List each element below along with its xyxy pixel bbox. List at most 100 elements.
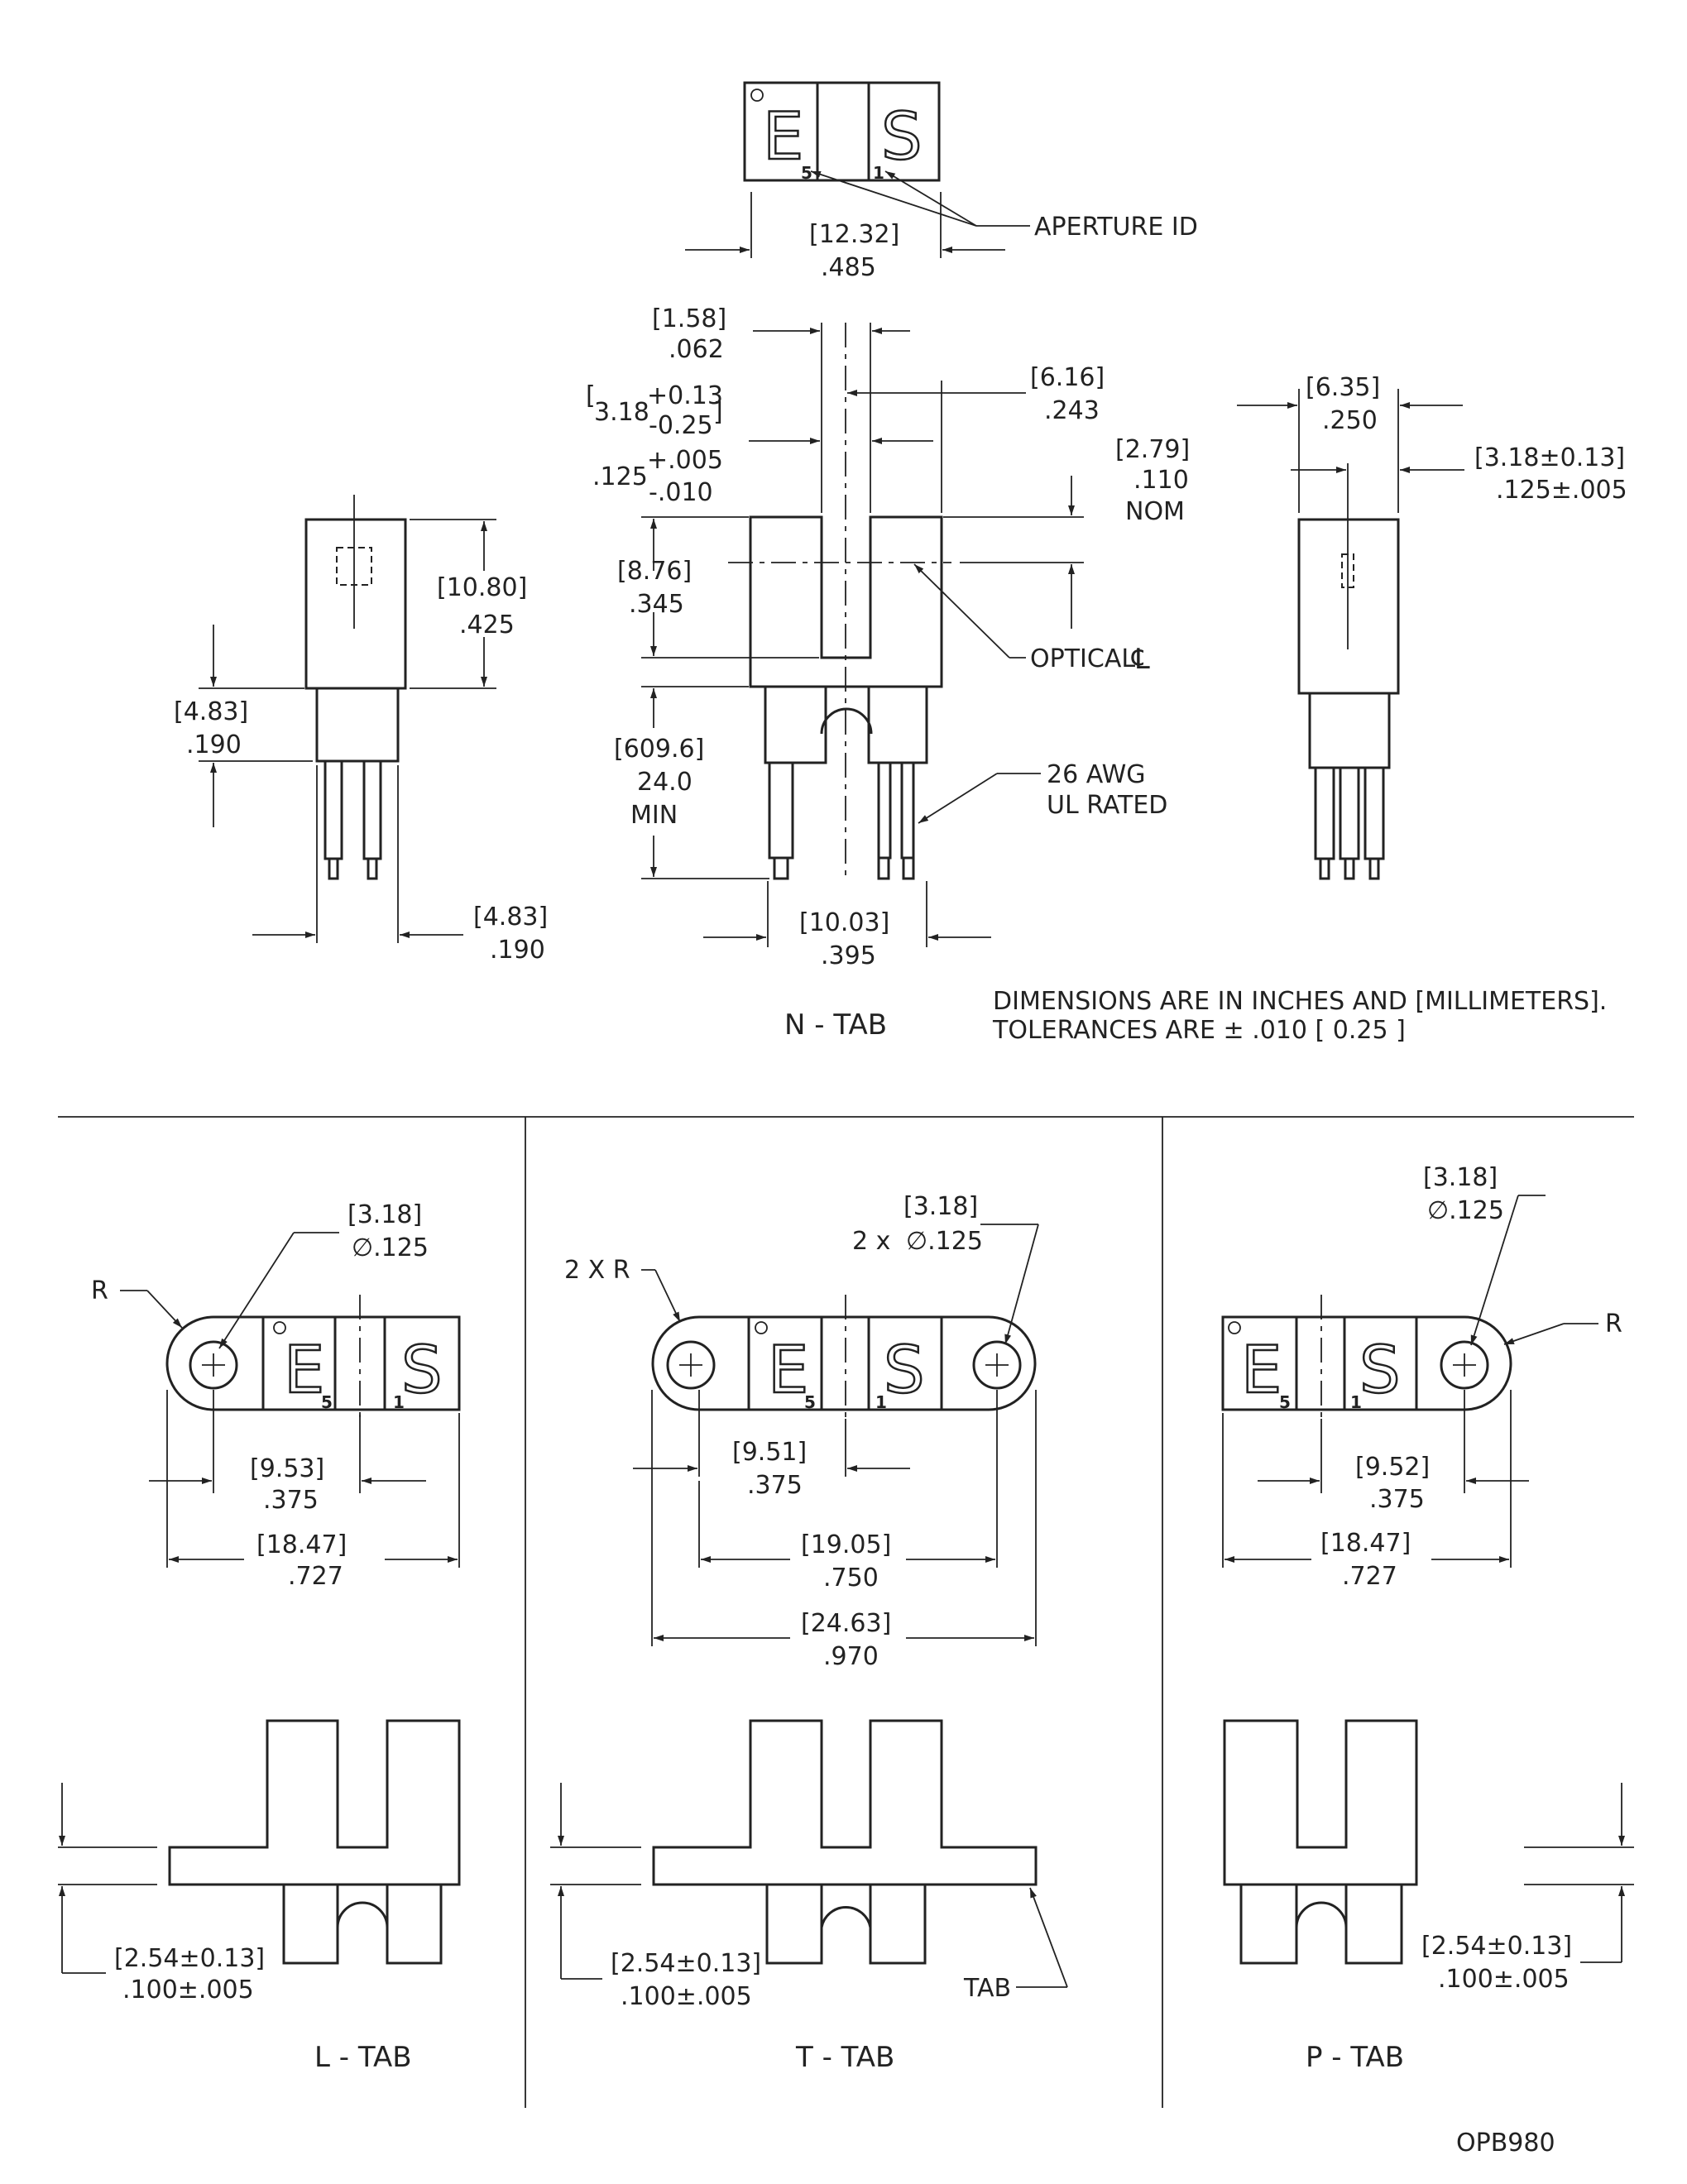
l-tab-mm: [2.54±0.13] <box>114 1944 265 1973</box>
side-view: [10.80] .425 [4.83] .190 [4.83] .190 <box>174 495 548 965</box>
right-width-mm: [6.35] <box>1306 373 1380 402</box>
optical-offset-note: NOM <box>1125 497 1185 526</box>
l-pitch-in: .375 <box>263 1486 319 1515</box>
p-hole-mm: [3.18] <box>1423 1163 1498 1192</box>
depth-mm: [ <box>586 381 596 410</box>
l-total-in: .727 <box>288 1562 343 1591</box>
t-tab-in: .100±.005 <box>621 1982 752 2011</box>
lead-in: 24.0 <box>637 768 693 797</box>
optical-label: OPTICAL <box>1030 644 1135 673</box>
side-lead-mm: [4.83] <box>174 697 248 726</box>
depth-mm-plus: +0.13 <box>647 381 723 410</box>
aperture-letter-e: E <box>763 100 803 175</box>
p-letter-s: S <box>1359 1334 1401 1408</box>
lead-note: MIN <box>630 801 678 830</box>
p-tab-view: E S 5 1 R [3.18] ∅.125 [9.52] .375 [18.4… <box>1221 1163 1634 2074</box>
p-letter-e: E <box>1241 1334 1282 1408</box>
l-tab-view: E S 5 1 R [3.18] ∅.125 [9.53] .375 [18.4… <box>58 1200 461 2074</box>
t-pin-5: 5 <box>804 1392 816 1412</box>
optical-offset-mm: [2.79] <box>1115 435 1190 464</box>
t-hole-mm: [3.18] <box>903 1192 978 1221</box>
top-view: E S 5 1 APERTURE ID [12.32] .485 <box>685 81 1198 282</box>
p-pitch-mm: [9.52] <box>1355 1453 1430 1482</box>
t-total-in: .970 <box>823 1642 879 1671</box>
centerline-symbol: ℄ <box>1131 643 1150 676</box>
p-pin-5: 5 <box>1279 1392 1291 1412</box>
l-total-mm: [18.47] <box>256 1530 347 1559</box>
wire-gauge: 26 AWG <box>1047 760 1146 789</box>
p-pitch-in: .375 <box>1369 1485 1425 1514</box>
t-total-mm: [24.63] <box>801 1609 891 1638</box>
right-view: [6.35] .250 [3.18±0.13] .125±.005 <box>1237 373 1627 880</box>
slot-in: .062 <box>669 335 724 364</box>
right-offset-in: .125±.005 <box>1496 476 1627 505</box>
top-width-in: .485 <box>821 253 876 282</box>
note-units: DIMENSIONS ARE IN INCHES AND [MILLIMETER… <box>993 987 1607 1016</box>
aperture-id-label: APERTURE ID <box>1034 213 1198 242</box>
l-radius-label: R <box>91 1276 108 1305</box>
right-offset-mm: [3.18±0.13] <box>1474 443 1625 472</box>
aperture-letter-s: S <box>881 100 923 175</box>
depth-in-plus: +.005 <box>647 446 723 475</box>
note-tolerance: TOLERANCES ARE ± .010 [ 0.25 ] <box>992 1016 1406 1045</box>
depth-mm-value: 3.18 <box>594 398 649 427</box>
t-tab-mm: [2.54±0.13] <box>611 1949 761 1978</box>
t-tab-title: T - TAB <box>795 2041 894 2074</box>
l-letter-s: S <box>401 1334 443 1408</box>
height-mm: [8.76] <box>617 557 692 586</box>
t-letter-e: E <box>768 1334 808 1408</box>
l-hole-in: ∅.125 <box>352 1233 429 1262</box>
t-hole-prefix: 2 x <box>852 1227 890 1256</box>
side-bottom-mm: [4.83] <box>473 903 548 932</box>
t-letter-s: S <box>884 1334 925 1408</box>
l-pin-5: 5 <box>321 1392 333 1412</box>
t-pitch-mm: [9.51] <box>732 1438 807 1467</box>
slot-mm: [1.58] <box>652 304 726 333</box>
t-center-in: .750 <box>823 1564 879 1592</box>
n-width-mm: [10.03] <box>799 908 889 937</box>
p-hole-in: ∅.125 <box>1427 1196 1504 1225</box>
t-hole-in: ∅.125 <box>906 1227 983 1256</box>
depth-mm-minus: -0.25 <box>649 411 713 440</box>
pin-1-label: 1 <box>873 163 884 183</box>
pin-5-label: 5 <box>801 163 812 183</box>
depth-in-minus: -.010 <box>649 478 713 507</box>
side-lead-in: .190 <box>186 730 242 759</box>
side-body-mm: [10.80] <box>437 573 527 602</box>
t-pin-1: 1 <box>875 1392 887 1412</box>
t-pitch-in: .375 <box>747 1471 803 1500</box>
t-radius-label: 2 X R <box>564 1256 630 1285</box>
depth-mm-close: ] <box>713 398 723 427</box>
p-total-mm: [18.47] <box>1320 1529 1411 1558</box>
l-tab-in: .100±.005 <box>122 1976 254 2004</box>
slot-cl-in: .243 <box>1044 396 1100 425</box>
t-tab-label: TAB <box>963 1974 1011 2003</box>
height-in: .345 <box>629 590 684 619</box>
p-tab-title: P - TAB <box>1306 2041 1404 2074</box>
t-tab-view: E S 5 1 2 X R [3.18] 2 x ∅.125 [9.51] .3… <box>550 1192 1068 2074</box>
p-pin-1: 1 <box>1350 1392 1362 1412</box>
n-tab-title: N - TAB <box>784 1008 887 1042</box>
n-tab-front-view: [1.58] .062 [6.16] .243 [ 3.18 +0.13 -0.… <box>586 304 1190 1042</box>
right-width-in: .250 <box>1322 406 1378 435</box>
part-number: OPB980 <box>1456 2129 1555 2158</box>
side-body-in: .425 <box>459 611 515 639</box>
wire-rating: UL RATED <box>1047 791 1167 820</box>
side-bottom-in: .190 <box>490 936 545 965</box>
l-pin-1: 1 <box>393 1392 405 1412</box>
p-radius-label: R <box>1605 1310 1622 1339</box>
l-letter-e: E <box>284 1334 324 1408</box>
optical-offset-in: .110 <box>1133 466 1189 495</box>
l-hole-mm: [3.18] <box>347 1200 422 1229</box>
top-width-mm: [12.32] <box>809 220 899 249</box>
p-tab-in: .100±.005 <box>1438 1965 1570 1994</box>
depth-in-value: .125 <box>592 462 648 491</box>
n-width-in: .395 <box>821 941 876 970</box>
lead-mm: [609.6] <box>614 735 704 764</box>
l-tab-title: L - TAB <box>314 2041 412 2074</box>
p-tab-mm: [2.54±0.13] <box>1421 1932 1572 1961</box>
p-total-in: .727 <box>1342 1562 1397 1591</box>
l-pitch-mm: [9.53] <box>250 1454 324 1483</box>
slot-cl-mm: [6.16] <box>1030 363 1105 392</box>
